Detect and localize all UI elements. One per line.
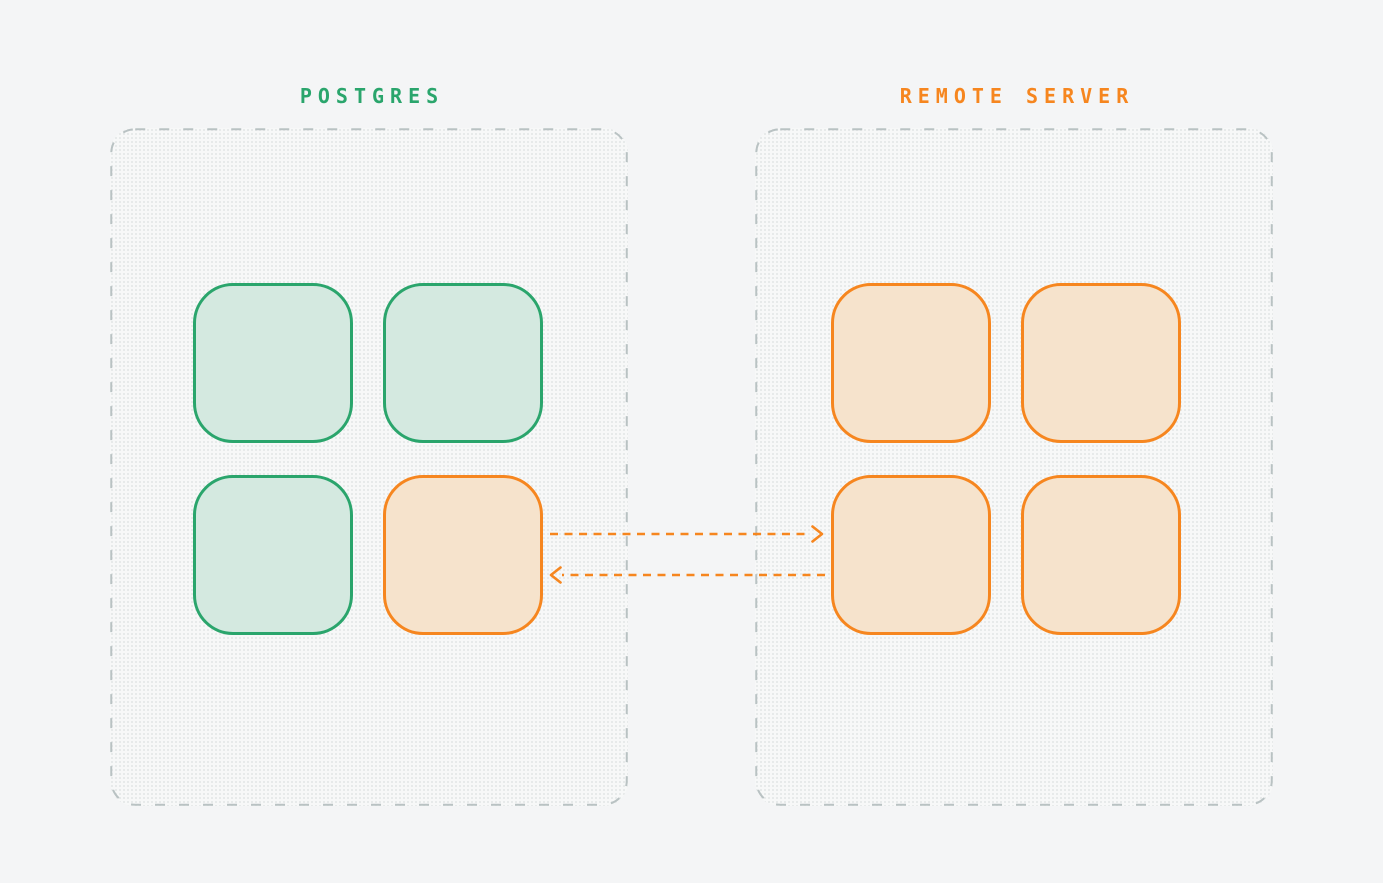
postgres-container-dashed-border [110, 128, 628, 806]
postgres-table-1 [193, 283, 353, 443]
postgres-table-3 [193, 475, 353, 635]
remote-table-3 [831, 475, 991, 635]
remote-table-1 [831, 283, 991, 443]
postgres-container [110, 128, 628, 806]
data-flow-arrows [549, 525, 825, 584]
postgres-table-2 [383, 283, 543, 443]
arrow-remote-to-postgres [549, 566, 825, 584]
remote-server-node-grid [831, 283, 1181, 635]
remote-server-container [755, 128, 1273, 806]
postgres-foreign-table [383, 475, 543, 635]
arrow-postgres-to-remote [550, 525, 824, 543]
postgres-title: POSTGRES [299, 84, 445, 108]
postgres-node-grid [193, 283, 543, 635]
remote-server-container-dashed-border [755, 128, 1273, 806]
remote-server-title: REMOTE SERVER [899, 84, 1135, 108]
remote-table-2 [1021, 283, 1181, 443]
remote-table-4 [1021, 475, 1181, 635]
